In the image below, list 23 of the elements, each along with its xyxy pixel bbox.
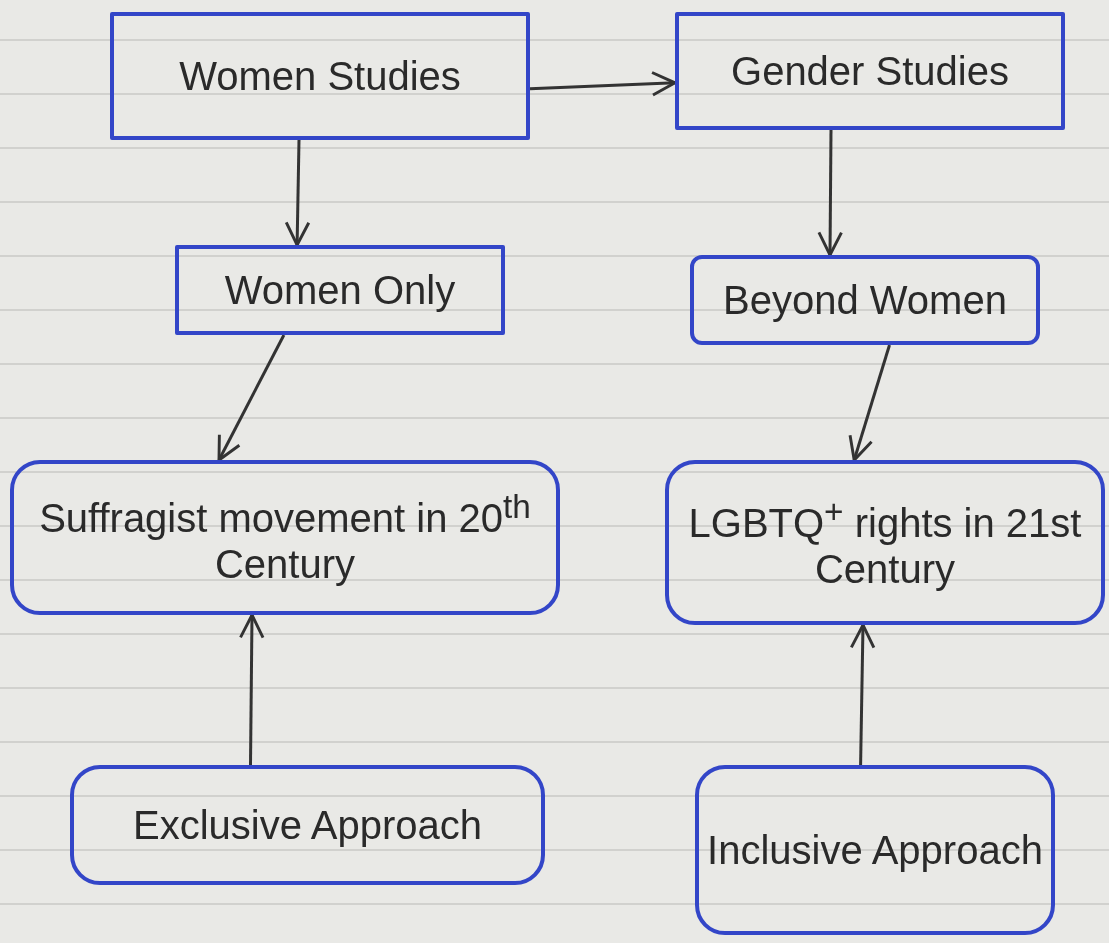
process-box bbox=[690, 255, 1040, 345]
box-label: LGBTQ$^{+}$ rights in 21st Century bbox=[687, 492, 1083, 593]
box-label: Women Studies bbox=[179, 53, 461, 99]
arrow bbox=[284, 139, 311, 247]
box-label: Gender Studies bbox=[731, 48, 1009, 94]
arrow bbox=[217, 334, 286, 462]
box-label: Suffragist movement in 20$^{th}$ Century bbox=[38, 487, 532, 588]
arrow bbox=[848, 344, 891, 462]
process-box bbox=[70, 765, 545, 885]
box-label: Exclusive Approach bbox=[132, 802, 483, 848]
arrow bbox=[529, 71, 677, 97]
box-label: Inclusive Approach bbox=[707, 827, 1043, 873]
arrow bbox=[849, 623, 876, 766]
process-box bbox=[695, 765, 1055, 935]
box-label: Women Only bbox=[224, 267, 456, 313]
process-box bbox=[675, 12, 1065, 130]
arrow bbox=[239, 613, 265, 765]
process-box bbox=[175, 245, 505, 335]
process-box bbox=[10, 460, 560, 615]
box-label: Beyond Women bbox=[723, 277, 1007, 323]
arrow bbox=[817, 130, 843, 257]
process-box bbox=[110, 12, 530, 140]
process-box bbox=[665, 460, 1105, 625]
